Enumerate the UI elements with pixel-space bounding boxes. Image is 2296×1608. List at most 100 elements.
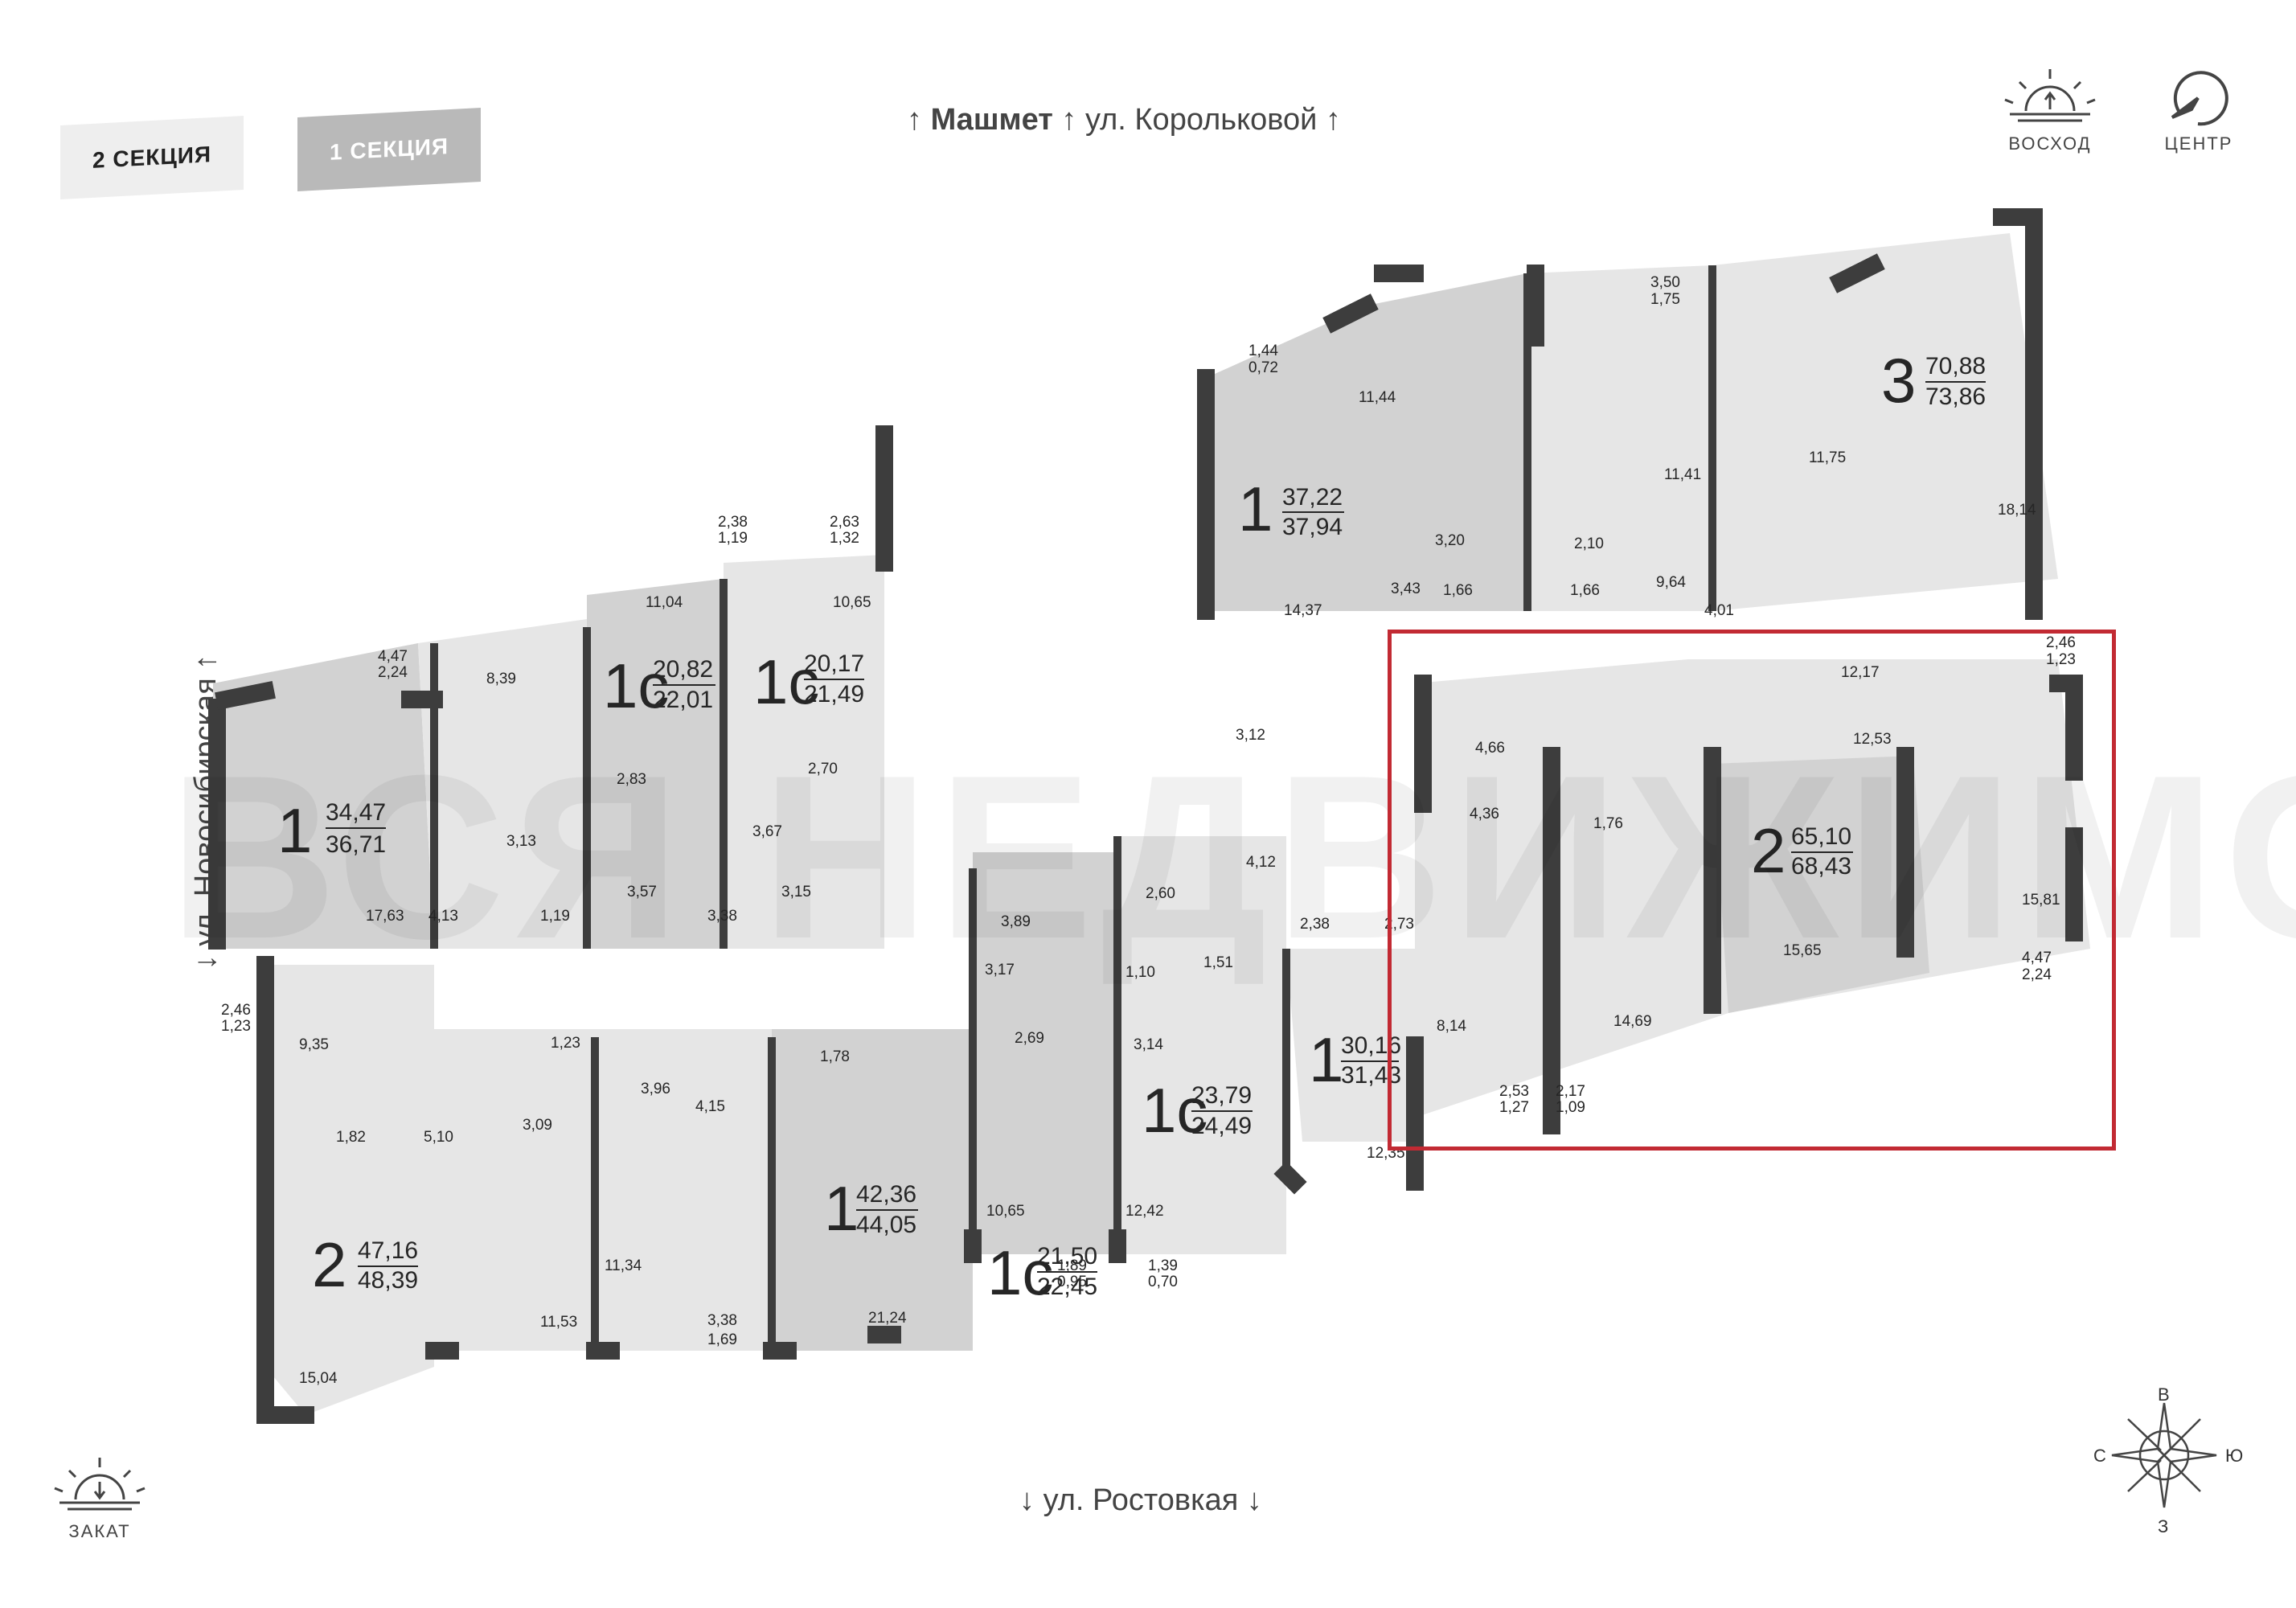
apt-a7-floor[interactable] [1286,949,1415,1142]
apt-a1-floor[interactable] [213,643,434,949]
room-area: 12,17 [1841,664,1880,681]
room-area: 1,66 [1443,582,1473,599]
street-top: ↑ Машмет ↑ ул. Корольковой ↑ [907,103,1341,137]
rooms-count: 2 [312,1229,346,1300]
compass-west: С [2093,1446,2106,1466]
room-area: 2,10 [1574,535,1604,552]
room-area: 1,23 [2046,651,2076,668]
room-area: 3,15 [781,884,811,900]
room-area: 0,70 [1148,1274,1178,1290]
room-area: 14,69 [1613,1013,1652,1030]
room-area: 11,44 [1359,389,1396,406]
sunset-label: ЗАКАТ [68,1521,131,1541]
room-area: 1,76 [1593,815,1623,832]
area-with-balcony: 44,05 [856,1212,916,1238]
apartment-label[interactable]: 3 70,88 73,86 [1881,345,1986,416]
rooms-count: 1 [824,1173,859,1244]
room-area: 1,75 [1650,291,1680,308]
apt-a10b-floor [595,1029,772,1351]
room-area: 18,14 [1998,502,2036,519]
area-total: 20,82 [653,656,713,683]
compass-rose-icon [2111,1402,2217,1508]
stair-core [884,434,1142,949]
area-with-balcony: 22,01 [653,687,713,713]
apt-a5-floor[interactable] [1712,233,2058,611]
room-area: 1,78 [820,1048,850,1065]
area-with-balcony: 73,86 [1925,384,1986,410]
room-area: 1,44 [1248,343,1278,359]
room-area: 4,12 [1246,854,1276,871]
apt-a3-floor[interactable] [724,555,884,949]
room-area: 3,20 [1435,532,1465,549]
room-area: 3,43 [1391,580,1421,597]
area-total: 37,22 [1282,484,1343,511]
area-total: 65,10 [1791,823,1851,850]
arrow-down-icon: ↓ [1246,1483,1262,1517]
rooms-count: 1 [1309,1024,1343,1095]
room-area: 2,38 [718,514,748,531]
room-area: 0,72 [1248,359,1278,376]
apt-a8-floor[interactable] [1117,836,1286,1254]
room-area: 8,14 [1437,1018,1466,1035]
room-area: 3,57 [627,884,657,900]
room-area: 11,04 [646,594,683,611]
rooms-count: 1с [753,646,819,717]
room-area: 2,24 [2022,966,2052,983]
room-area: 1,09 [1556,1099,1585,1116]
area-total: 34,47 [326,799,386,826]
rooms-count: 3 [1881,345,1916,416]
room-area: 2,63 [830,514,859,531]
room-area: 2,17 [1556,1083,1585,1100]
arrow-up-icon: ↑ [1325,103,1341,137]
room-area: 14,37 [1284,602,1322,619]
room-area: 15,81 [2022,892,2060,909]
room-area: 3,12 [1236,727,1265,744]
room-area-labels: 4,47 2,24 8,39 17,63 4,13 3,13 1,19 2,46… [221,274,2076,1387]
room-area: 21,24 [868,1310,907,1327]
apt-a2-floor[interactable] [587,579,724,949]
room-area: 2,46 [2046,634,2076,651]
street-mashmet: Машмет [930,103,1053,137]
room-area: 5,10 [424,1129,453,1146]
room-area: 1,89 [1057,1257,1087,1274]
room-area: 3,67 [752,823,782,840]
apt-a9-floor[interactable] [973,852,1117,1254]
area-total: 70,88 [1925,353,1986,379]
arrow-up-icon: ↑ [907,103,922,137]
room-area: 1,23 [221,1018,251,1035]
room-area: 2,38 [1300,916,1330,933]
room-area: 3,89 [1001,913,1031,930]
apt-a10-floor[interactable] [772,1029,973,1351]
room-area: 2,46 [221,1002,251,1019]
room-area: 3,09 [523,1117,552,1134]
arrow-down-icon: ↓ [1019,1483,1035,1517]
room-area: 2,24 [378,664,408,681]
room-area: 15,04 [299,1370,338,1387]
apt-a1-side [418,619,587,949]
room-area: 0,95 [1057,1274,1087,1290]
area-with-balcony: 21,49 [804,681,864,708]
apt-a11-floor[interactable] [265,965,434,1415]
area-total: 21,50 [1037,1243,1097,1270]
sunrise-label: ВОСХОД [2008,133,2092,154]
area-with-balcony: 37,94 [1282,514,1343,540]
apt-a4-floor[interactable] [1206,273,1527,611]
room-area: 3,14 [1134,1036,1163,1053]
room-area: 17,63 [366,908,404,925]
sunrise-icon [2004,69,2096,122]
room-area: 2,83 [617,771,646,788]
room-area: 2,60 [1146,885,1175,902]
sunset-icon [54,1458,146,1511]
room-area: 2,53 [1499,1083,1529,1100]
